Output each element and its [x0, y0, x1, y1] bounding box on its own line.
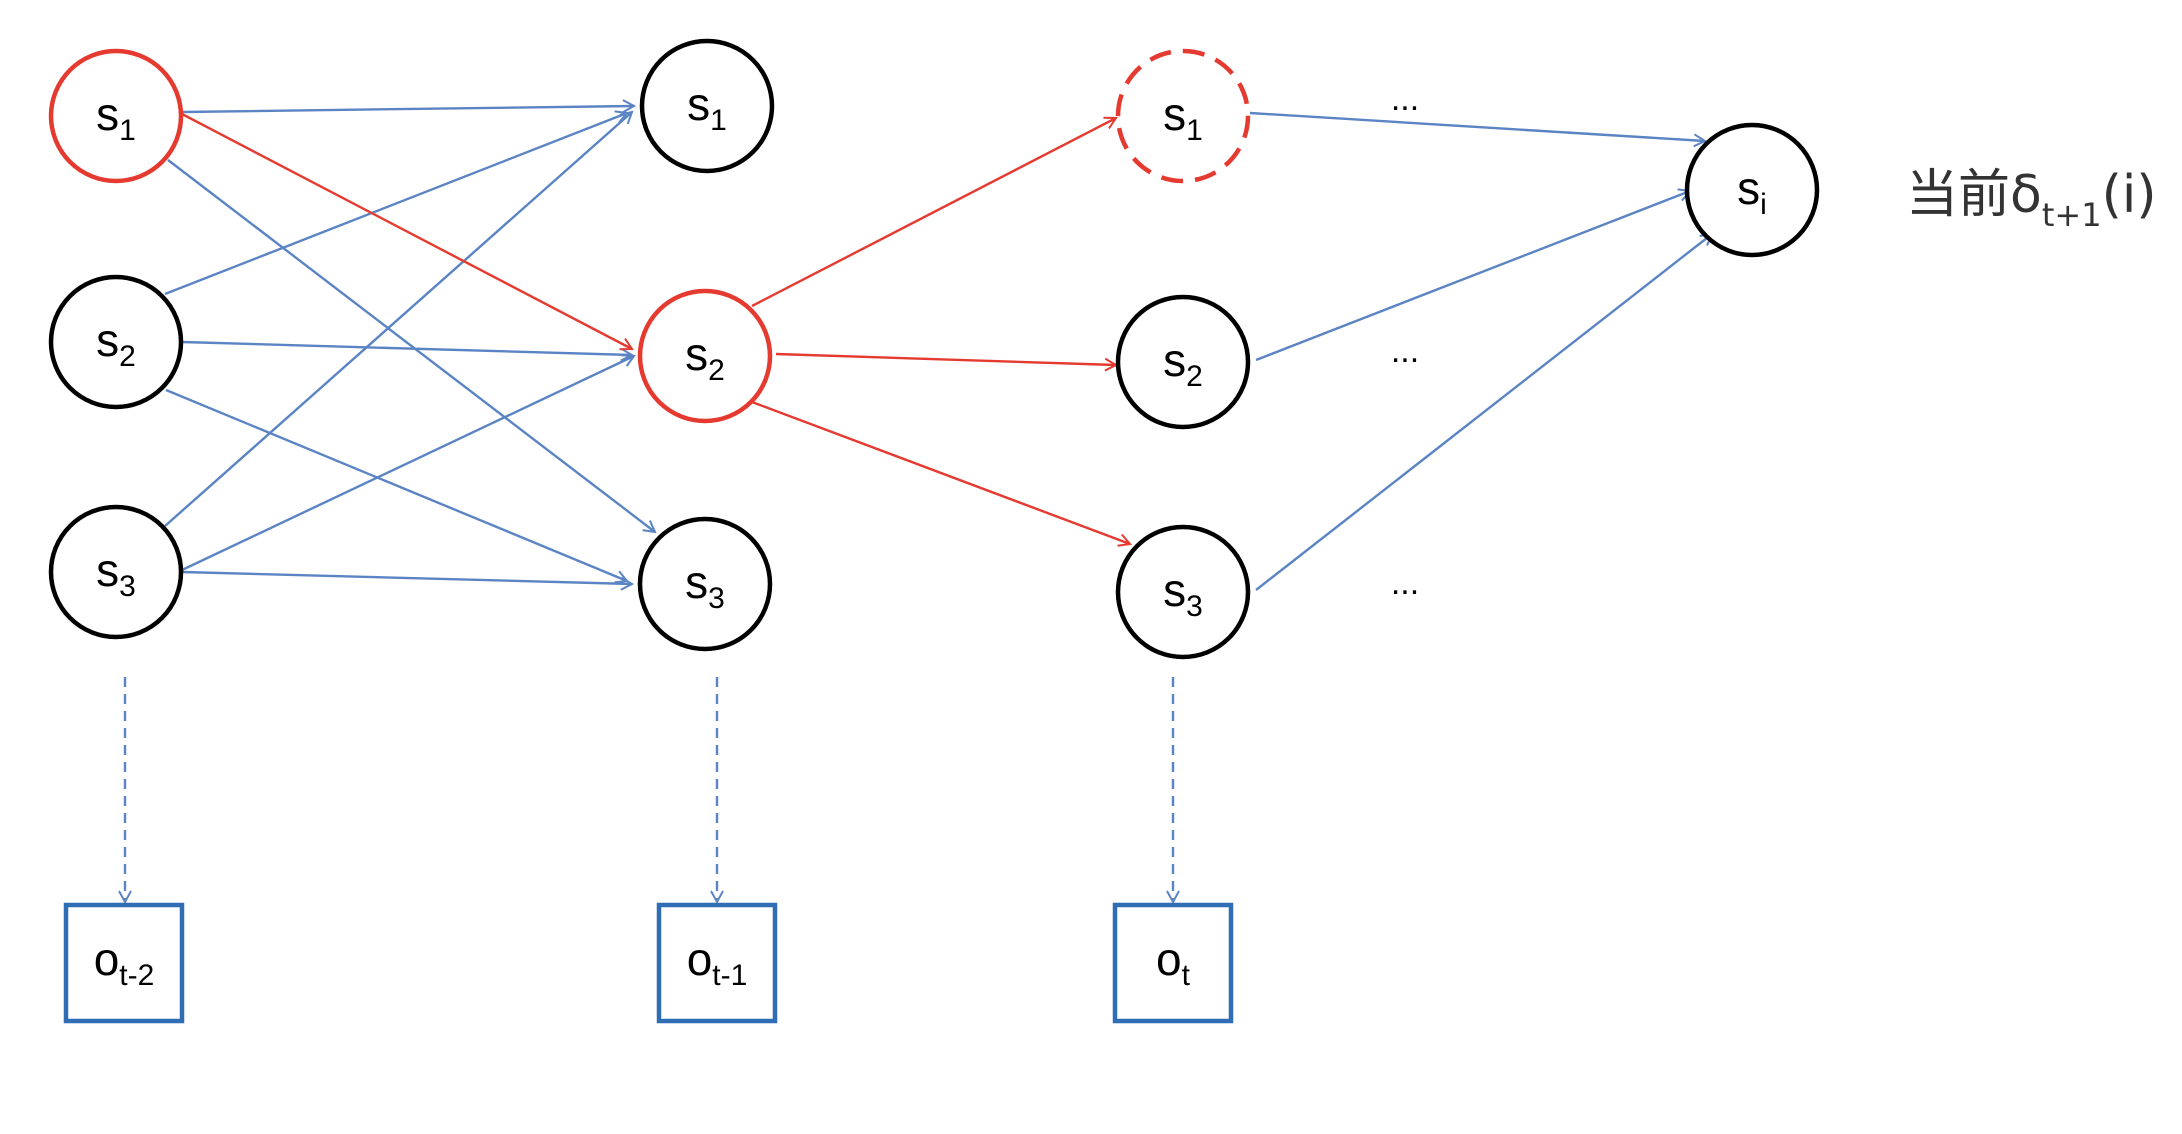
svg-text:s3: s3	[96, 544, 136, 603]
node-letter: s	[1163, 564, 1186, 616]
state-node-c2-s2: s2	[637, 288, 773, 424]
column-3: s1 s2 s3	[1115, 48, 1251, 660]
edge-c3s1-si	[1249, 111, 1705, 141]
node-subscript: 2	[119, 340, 136, 373]
caption-symbol: δ	[2010, 165, 2042, 225]
svg-text:ot: ot	[1156, 933, 1191, 992]
emission-arrows	[125, 677, 1173, 902]
edge-c1s2-c2s3	[165, 388, 627, 581]
caption-prefix: 当前	[1906, 165, 2010, 225]
state-node-c3-s2: s2	[1115, 294, 1251, 430]
obs-subscript: t-2	[119, 959, 154, 992]
obs-subscript: t-1	[712, 959, 747, 992]
edge-c1s2-c2s2	[181, 340, 632, 355]
svg-text:s2: s2	[685, 328, 725, 387]
edge-c1s3-c2s3	[181, 570, 632, 584]
node-letter: s	[96, 88, 119, 140]
edges-to-target	[1249, 111, 1712, 591]
node-subscript: 3	[119, 570, 136, 603]
state-node-c1-s3: s3	[48, 504, 184, 640]
node-subscript: 1	[710, 104, 727, 137]
best-path-edges	[181, 112, 1130, 544]
target-node-si: si	[1684, 122, 1820, 258]
obs-letter: o	[687, 933, 713, 985]
node-letter: s	[1163, 88, 1186, 140]
edge-c1s1-c2s2-best	[181, 112, 632, 349]
edge-c2s2-c3s1	[751, 118, 1116, 308]
node-subscript: i	[1760, 188, 1767, 221]
state-node-c2-s3: s3	[637, 516, 773, 652]
observation-box-t-2: ot-2	[63, 902, 185, 1024]
node-letter: s	[96, 544, 119, 596]
edge-c1s3-c2s2	[181, 356, 634, 572]
observation-box-t: ot	[1112, 902, 1234, 1024]
obs-letter: o	[94, 933, 120, 985]
svg-text:s1: s1	[96, 88, 136, 147]
ellipsis-1: ...	[1391, 80, 1419, 118]
svg-text:s2: s2	[96, 314, 136, 373]
edge-c2s2-c3s3	[751, 400, 1130, 544]
delta-caption: 当前δt+1(i)	[1906, 165, 2157, 234]
node-subscript: 2	[708, 354, 725, 387]
ellipsis-2: ...	[1391, 332, 1419, 370]
state-node-c2-s1: s1	[639, 38, 775, 174]
caption-subscript: t+1	[2042, 196, 2102, 234]
node-letter: s	[1737, 162, 1760, 214]
svg-text:s2: s2	[1163, 334, 1203, 393]
edge-c3s3-si	[1255, 234, 1712, 591]
svg-text:ot-2: ot-2	[94, 933, 155, 992]
column-2: s1 s2 s3	[637, 38, 775, 652]
node-letter: s	[687, 78, 710, 130]
obs-letter: o	[1156, 933, 1182, 985]
edge-c2s2-c3s2	[775, 352, 1116, 365]
state-node-c3-s1: s1	[1115, 48, 1251, 184]
ellipsis-3: ...	[1391, 564, 1419, 602]
edge-c3s2-si	[1255, 191, 1690, 362]
node-letter: s	[685, 328, 708, 380]
obs-subscript: t	[1182, 959, 1191, 992]
node-subscript: 3	[708, 582, 725, 615]
svg-text:s1: s1	[1163, 88, 1203, 147]
edge-c1s1-c2s3	[167, 159, 655, 532]
node-subscript: 1	[119, 114, 136, 147]
edge-c1s3-c2s1	[164, 112, 632, 527]
svg-text:s3: s3	[685, 556, 725, 615]
observations: ot-2 ot-1 ot	[63, 902, 1234, 1024]
ellipsis-group: ... ... ...	[1391, 80, 1419, 602]
node-letter: s	[96, 314, 119, 366]
caption-suffix: (i)	[2102, 165, 2157, 225]
edges-col1-col2	[164, 106, 655, 584]
state-node-c3-s3: s3	[1115, 524, 1251, 660]
observation-box-t-1: ot-1	[656, 902, 778, 1024]
svg-text:s1: s1	[687, 78, 727, 137]
node-letter: s	[1163, 334, 1186, 386]
svg-text:si: si	[1737, 162, 1767, 221]
node-subscript: 3	[1186, 590, 1203, 623]
node-letter: s	[685, 556, 708, 608]
node-subscript: 2	[1186, 360, 1203, 393]
column-1: s1 s2 s3	[48, 48, 184, 640]
state-node-c1-s2: s2	[48, 274, 184, 410]
edge-c1s1-c2s1	[181, 106, 634, 114]
svg-text:s3: s3	[1163, 564, 1203, 623]
svg-text:ot-1: ot-1	[687, 933, 748, 992]
state-node-c1-s1: s1	[48, 48, 184, 184]
node-subscript: 1	[1186, 114, 1203, 147]
edge-c1s2-c2s1	[164, 113, 627, 296]
